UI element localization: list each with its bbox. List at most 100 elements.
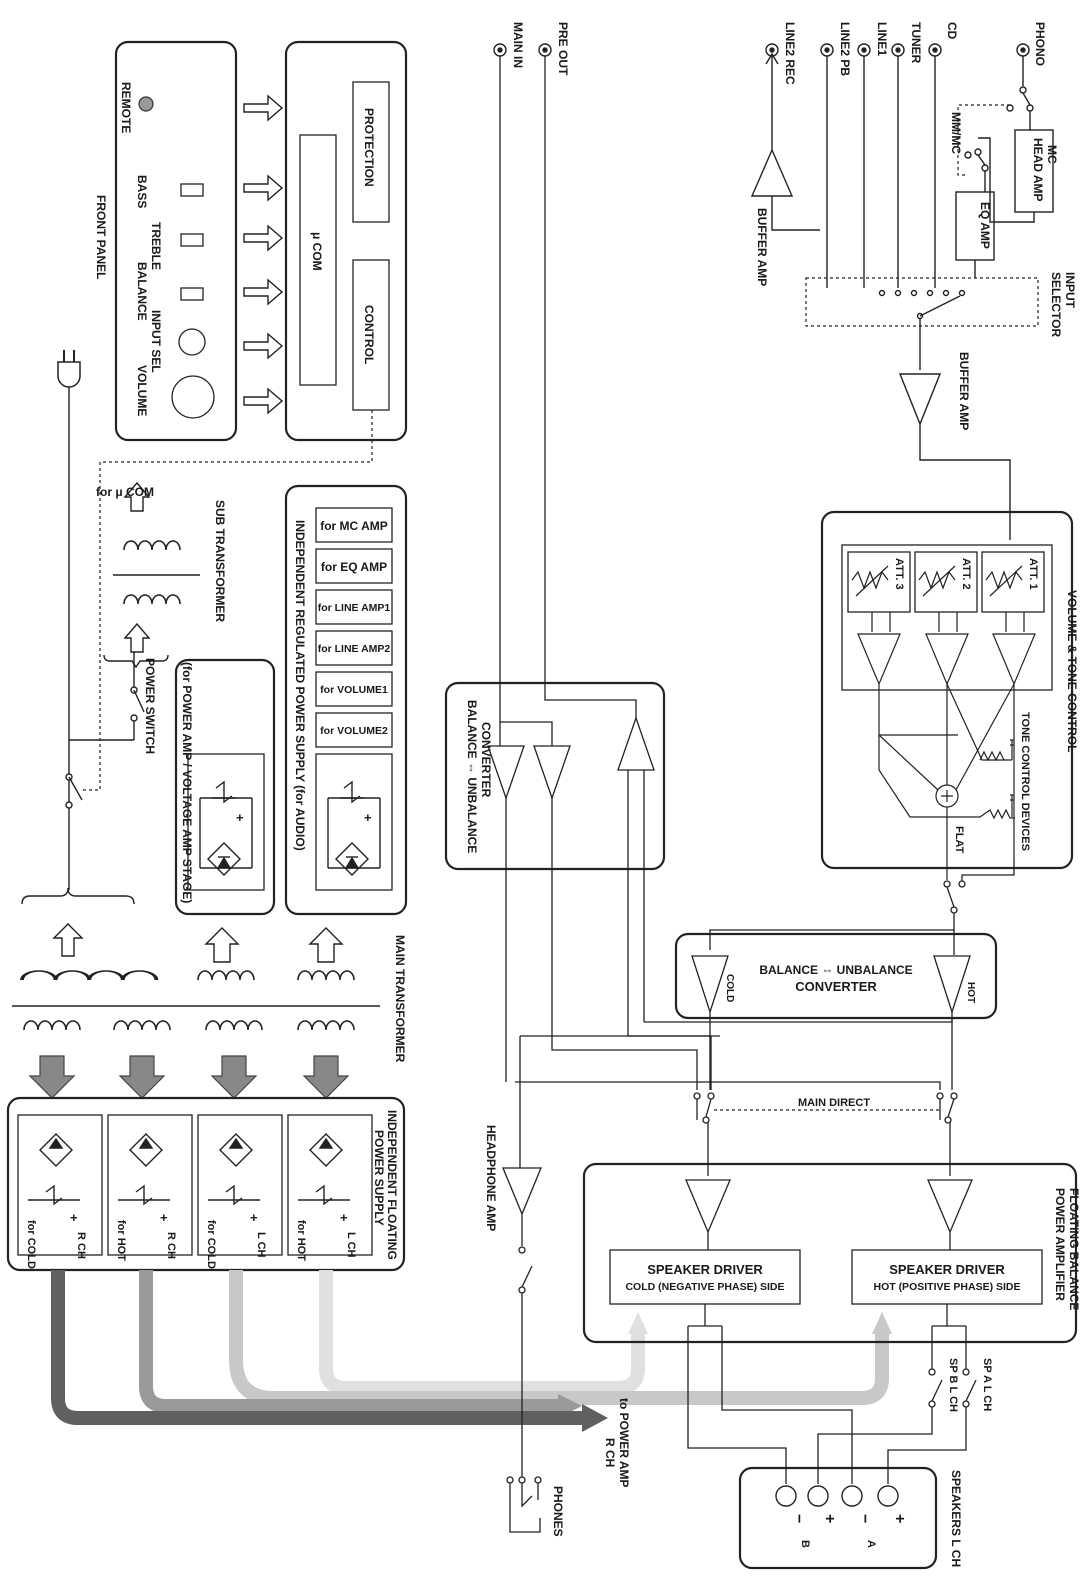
ucom-label: μ COM [310,232,324,271]
svg-text:for COLD: for COLD [25,1220,37,1269]
supply-item: for EQ AMP [321,560,387,574]
balance-converter-line1: BALANCE ⇔ UNBALANCE [759,963,912,977]
speaker-wiring [687,1304,967,1484]
main-buffer-amp [898,373,1011,540]
mc-head-amp-1: MC [1045,145,1059,164]
pre-out-jack-label: PRE OUT [556,22,570,76]
input-selector-label-1: INPUT [1063,272,1077,309]
control-block: PROTECTION μ COM CONTROL [284,40,408,442]
pre-converter-line1: BALANCE ⇔ UNBALANCE [465,700,479,853]
input-selector-label-2: SELECTOR [1049,272,1063,337]
main-direct-switches [693,1092,958,1124]
control-label: CONTROL [362,305,376,364]
cd-jack-label: CD [945,22,959,40]
svg-text:for COLD: for COLD [205,1220,217,1269]
front-panel-title: FRONT PANEL [94,195,108,279]
power-amp-title-1: FLOATING BALANCE [1067,1188,1081,1310]
svg-text:+: + [340,1210,348,1225]
tone-switch [709,860,1015,955]
supply-cell: + R CH for HOT [107,1114,193,1261]
to-power-amp-ch: R CH [603,1438,617,1467]
flat-label: FLAT [953,826,965,854]
to-power-amp-label: to POWER AMP [617,1398,631,1488]
main-direct-label: MAIN DIRECT [798,1097,870,1109]
floating-supply-title-1: INDEPENDENT FLOATING [385,1110,399,1260]
balance-knob [180,287,204,301]
svg-text:L CH: L CH [255,1232,267,1258]
supply-cell: + L CH for COLD [197,1114,283,1269]
phono-jack-label: PHONO [1033,22,1047,66]
power-amp-title-2: POWER AMPLIFIER [1053,1188,1067,1301]
pre-converter-line2: CONVERTER [479,722,493,798]
regulated-supply: INDEPENDENT REGULATED POWER SUPPLY (for … [284,484,408,916]
balance-converter-line2: CONVERTER [795,979,877,994]
main-in-jack-label: MAIN IN [511,22,525,68]
input-jacks [493,43,1030,57]
supply-item: for VOLUME1 [320,684,388,696]
svg-text:+: + [70,1210,78,1225]
att1-label: ATT. 1 [1027,558,1039,590]
eq-amp-label: EQ AMP [978,202,992,249]
plus-sign: + [364,810,372,825]
balance-label: BALANCE [135,262,149,321]
ac-plug-icon [57,350,81,890]
volume-tone-control: VOLUME & TONE CONTROL ATT. [820,510,1079,880]
svg-text:R CH: R CH [165,1232,177,1259]
sp-b-label: SP B L CH [947,1358,959,1412]
speakers-title: SPEAKERS L CH [949,1470,963,1567]
power-amp-supply-title: (for POWER AMP / VOLTAGE AMP STAGE) [180,662,194,903]
supply-item: for LINE AMP1 [318,602,391,614]
main-balance-converter: BALANCE ⇔ UNBALANCE CONVERTER HOT COLD [674,932,998,1020]
hot-label: HOT [965,982,976,1003]
control-dotted-link [82,410,373,791]
headphone-amp [502,1167,542,1533]
supply-cell: + L CH for HOT [287,1114,373,1261]
bass-label: BASS [135,175,149,208]
mm-mc-label: MM/MC [949,112,963,154]
volume-knob [171,375,215,419]
tone-devices-label: TONE CONTROL DEVICES [1019,712,1031,851]
input-sel-label: INPUT SEL [149,310,163,373]
mm-mc-dotted-link [957,104,1010,176]
speaker-b-label: B [799,1540,811,1548]
signal-wiring [499,56,953,1176]
floating-supply: INDEPENDENT FLOATING POWER SUPPLY + L CH… [6,1096,406,1272]
volume-label: VOLUME [135,365,149,416]
input-selector: INPUT SELECTOR [805,56,1077,370]
phono-stage [955,56,1054,278]
plus-sign: + [236,810,244,825]
hot-driver-label-2: HOT (POSITIVE PHASE) SIDE [873,1281,1020,1293]
speaker-terminal-minus: − [790,1514,807,1523]
cold-driver-label-2: COLD (NEGATIVE PHASE) SIDE [625,1281,784,1293]
line2-pb-jack-label: LINE2 PB [838,22,852,76]
speaker-a-label: A [865,1540,877,1548]
power-switch-icon [65,650,145,809]
supply-item: for LINE AMP2 [318,643,391,655]
remote-sensor [138,96,154,112]
speaker-switches [928,1368,977,1408]
cold-driver-label-1: SPEAKER DRIVER [647,1262,763,1277]
treble-knob [180,233,204,247]
main-transformer: MAIN TRANSFORMER [12,887,407,1099]
speakers: − + − + B A SPEAKERS L CH [738,1466,963,1570]
floating-supply-title-2: POWER SUPPLY [372,1130,386,1226]
volume-tone-title: VOLUME & TONE CONTROL [1065,590,1079,752]
svg-text:L CH: L CH [345,1232,357,1258]
protection-label: PROTECTION [362,108,376,187]
line1-jack-label: LINE1 [875,22,889,56]
supply-item: for MC AMP [320,519,388,533]
supply-item: for VOLUME2 [320,725,388,737]
power-switch-label: POWER SWITCH [143,658,157,754]
speaker-terminal-plus: + [891,1514,908,1523]
input-sel-knob [178,328,206,356]
sp-a-label: SP A L CH [981,1358,993,1411]
for-ucom-label: for μ COM [96,485,154,499]
power-amplifier: FLOATING BALANCE POWER AMPLIFIER SPEAKER… [582,1162,1081,1344]
rec-buffer-amp [750,52,820,231]
power-amp-supply: (for POWER AMP / VOLTAGE AMP STAGE) + [174,658,276,916]
supply-cell: + R CH for COLD [17,1114,103,1269]
main-buffer-label: BUFFER AMP [957,352,971,430]
front-panel: REMOTE BASS TREBLE BALANCE INPUT SEL VOL… [94,40,238,442]
cold-label: COLD [724,974,735,1002]
